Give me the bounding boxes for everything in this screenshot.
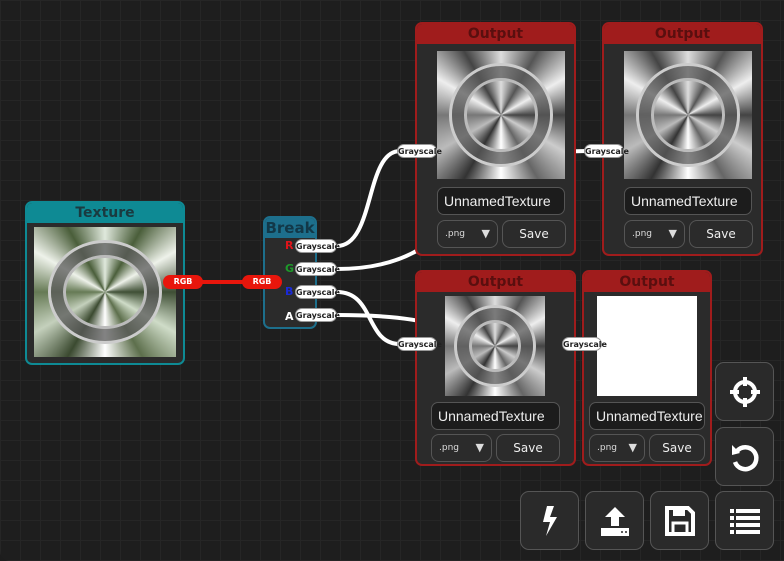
output-preview	[437, 51, 565, 179]
format-value: .png	[445, 229, 465, 239]
output-input-port[interactable]: Grayscale	[584, 144, 629, 158]
output-node[interactable]: Output UnnamedTexture .png ▼ Save	[582, 270, 712, 466]
node-title: Output	[584, 272, 710, 292]
texture-preview	[34, 227, 176, 357]
format-select[interactable]: .png ▼	[624, 220, 685, 248]
texture-output-port[interactable]: RGB	[163, 275, 203, 289]
dropdown-arrow-icon: ▼	[628, 441, 637, 454]
list-icon	[729, 508, 760, 534]
format-select[interactable]: .png ▼	[437, 220, 498, 248]
format-value: .png	[597, 443, 617, 453]
channel-a-label: A	[285, 310, 294, 323]
lightning-icon	[542, 505, 557, 536]
channel-g-label: G	[285, 262, 295, 275]
reset-button[interactable]	[715, 427, 774, 486]
format-value: .png	[439, 443, 459, 453]
floppy-disk-icon	[664, 505, 695, 536]
node-title: Break	[265, 218, 315, 238]
node-title: Texture	[27, 203, 183, 223]
texture-name-input[interactable]: UnnamedTexture	[437, 187, 565, 215]
format-select[interactable]: .png ▼	[431, 434, 492, 462]
save-button[interactable]: Save	[502, 220, 566, 248]
export-button[interactable]	[585, 491, 644, 550]
undo-icon	[731, 444, 759, 471]
break-input-port[interactable]: RGB	[242, 275, 282, 289]
save-project-button[interactable]	[650, 491, 709, 550]
menu-button[interactable]	[715, 491, 774, 550]
texture-name-input[interactable]: UnnamedTexture	[624, 187, 752, 215]
crosshair-icon	[729, 376, 760, 407]
channel-r-label: R	[285, 239, 294, 252]
node-title: Output	[417, 272, 574, 292]
break-output-r[interactable]: Grayscale	[295, 239, 340, 253]
output-node[interactable]: Output UnnamedTexture .png ▼ Save	[415, 270, 576, 466]
output-input-port[interactable]: Grayscale	[397, 337, 442, 351]
dropdown-arrow-icon: ▼	[475, 441, 484, 454]
wire-r	[336, 149, 401, 248]
output-node[interactable]: Output UnnamedTexture .png ▼ Save	[602, 22, 763, 256]
texture-name-input[interactable]: UnnamedTexture	[431, 402, 560, 430]
output-input-port[interactable]: Grayscale	[397, 144, 442, 158]
texture-node[interactable]: Texture	[25, 201, 185, 365]
node-title: Output	[604, 24, 761, 44]
save-button[interactable]: Save	[496, 434, 560, 462]
output-preview	[445, 296, 545, 396]
save-button[interactable]: Save	[649, 434, 705, 462]
save-button[interactable]: Save	[689, 220, 753, 248]
generate-button[interactable]	[520, 491, 579, 550]
format-value: .png	[632, 229, 652, 239]
channel-b-label: B	[285, 285, 294, 298]
break-output-a[interactable]: Grayscale	[295, 308, 340, 322]
center-view-button[interactable]	[715, 362, 774, 421]
dropdown-arrow-icon: ▼	[668, 227, 677, 240]
output-preview	[597, 296, 697, 396]
output-node[interactable]: Output UnnamedTexture .png ▼ Save	[415, 22, 576, 256]
output-input-port[interactable]: Grayscale	[562, 337, 607, 351]
upload-icon	[600, 506, 629, 536]
output-preview	[624, 51, 752, 179]
texture-name-input[interactable]: UnnamedTexture	[589, 402, 705, 430]
break-output-b[interactable]: Grayscale	[295, 285, 340, 299]
node-title: Output	[417, 24, 574, 44]
break-output-g[interactable]: Grayscale	[295, 262, 340, 276]
format-select[interactable]: .png ▼	[589, 434, 645, 462]
dropdown-arrow-icon: ▼	[481, 227, 490, 240]
wire-b	[336, 290, 401, 346]
